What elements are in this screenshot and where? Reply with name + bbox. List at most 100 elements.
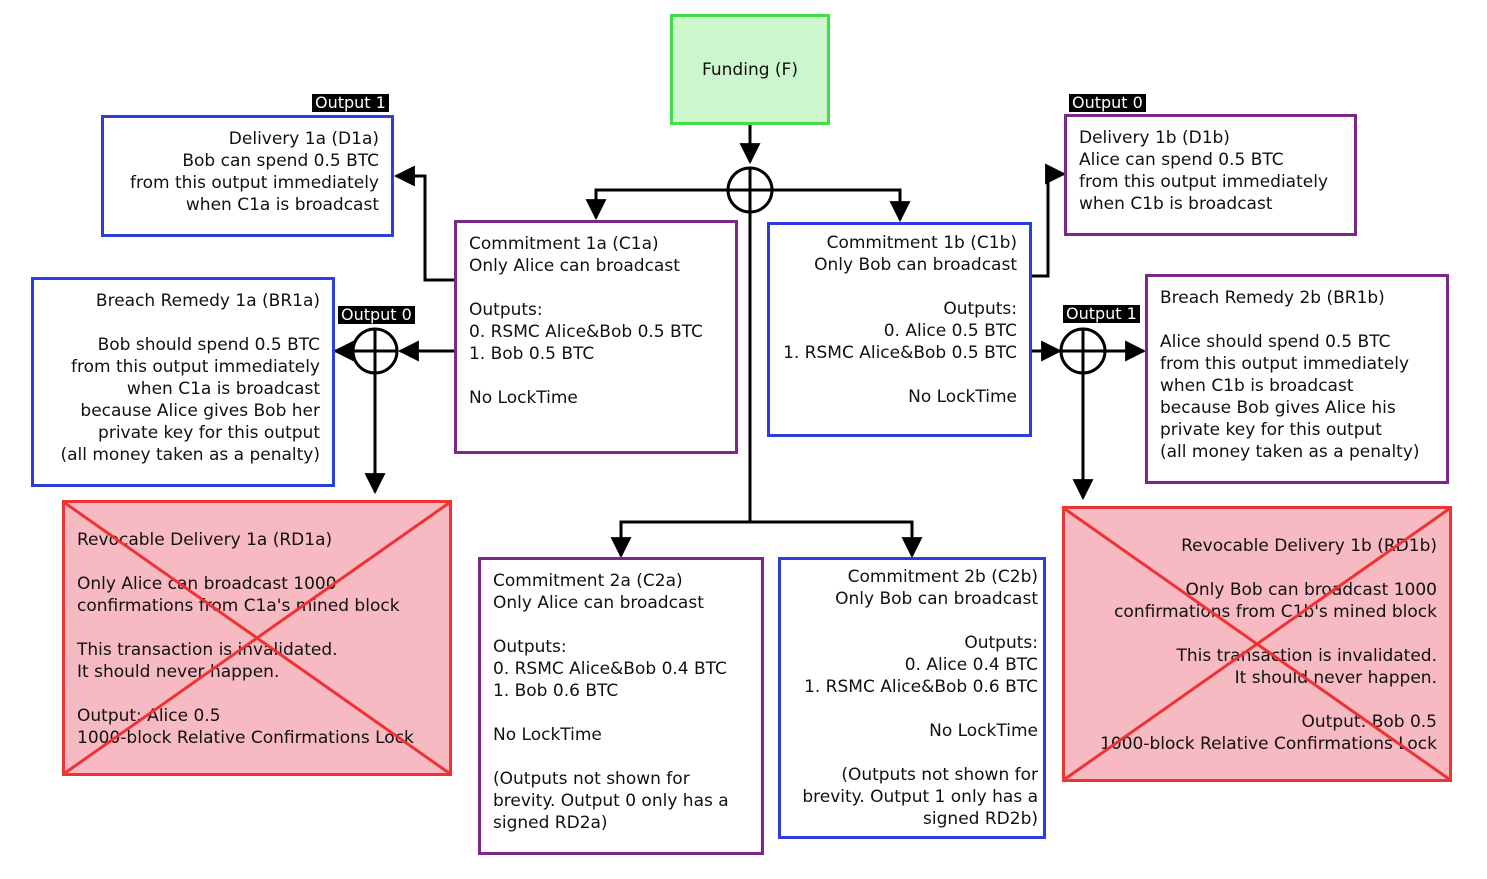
- c1a-line-7: [469, 365, 723, 387]
- c1b-line-5: 0. Alice 0.5 BTC: [883, 321, 1017, 341]
- wire-to-c2b: [750, 520, 923, 559]
- commitment-2a-box: Commitment 2a (C2a) Only Alice can broad…: [478, 557, 764, 855]
- d1a-line-2: Bob can spend 0.5 BTC: [182, 151, 379, 171]
- c2a-line-4: Outputs:: [493, 637, 567, 657]
- xor-symbol-c1b: [1059, 327, 1107, 375]
- rd1a-line-10: 1000-block Relative Confirmations Lock: [77, 728, 414, 748]
- c2b-line-6: 1. RSMC Alice&Bob 0.6 BTC: [804, 677, 1038, 697]
- br1a-line-6: because Alice gives Bob her: [80, 401, 320, 421]
- c1b-line-3: [782, 276, 1017, 298]
- c1a-line-5: 0. RSMC Alice&Bob 0.5 BTC: [469, 322, 703, 342]
- br1a-line-8: (all money taken as a penalty): [60, 445, 320, 465]
- c2b-line-8: No LockTime: [929, 721, 1038, 741]
- c2a-line-11: brevity. Output 0 only has a: [493, 791, 729, 811]
- c2a-line-7: [493, 702, 749, 724]
- br1a-line-3: Bob should spend 0.5 BTC: [97, 335, 320, 355]
- br1b-line-8: (all money taken as a penalty): [1160, 442, 1420, 462]
- wire-c1b-d1b: [1032, 163, 1067, 278]
- breach-remedy-1b-box: Breach Remedy 2b (BR1b) Alice should spe…: [1145, 274, 1449, 484]
- commitment-2b-box: Commitment 2b (C2b) Only Bob can broadca…: [778, 557, 1046, 839]
- d1b-line-1: Delivery 1b (D1b): [1079, 128, 1230, 148]
- rd1a-line-3: Only Alice can broadcast 1000: [77, 574, 337, 594]
- d1b-line-3: from this output immediately: [1079, 172, 1329, 192]
- rd1b-line-4: confirmations from C1b's mined block: [1114, 602, 1437, 622]
- funding-box: Funding (F): [670, 14, 830, 125]
- rd1a-line-1: Revocable Delivery 1a (RD1a): [77, 530, 333, 550]
- br1a-line-2: [46, 312, 320, 334]
- xor-symbol-funding: [726, 166, 774, 214]
- c2a-line-12: signed RD2a): [493, 813, 608, 833]
- funding-label: Funding (F): [702, 59, 798, 80]
- br1b-line-6: because Bob gives Alice his: [1160, 398, 1396, 418]
- wire-to-c1a: [585, 188, 728, 221]
- br1b-line-2: [1160, 309, 1434, 331]
- c2a-line-2: Only Alice can broadcast: [493, 593, 704, 613]
- c1a-line-6: 1. Bob 0.5 BTC: [469, 344, 595, 364]
- c2a-line-10: (Outputs not shown for: [493, 769, 690, 789]
- c2b-line-10: (Outputs not shown for: [841, 765, 1038, 785]
- c2a-line-1: Commitment 2a (C2a): [493, 571, 683, 591]
- c1b-line-8: No LockTime: [908, 387, 1017, 407]
- c2b-line-4: Outputs:: [964, 633, 1038, 653]
- c2b-line-12: signed RD2b): [923, 809, 1038, 829]
- c2a-line-3: [493, 614, 749, 636]
- commitment-1a-box: Commitment 1a (C1a) Only Alice can broad…: [454, 220, 738, 454]
- rd1a-line-6: This transaction is invalidated.: [77, 640, 338, 660]
- d1a-output-tag: Output 1: [312, 94, 389, 112]
- c2b-line-3: [793, 610, 1038, 632]
- d1a-line-3: from this output immediately: [129, 173, 379, 193]
- wire-c1a-d1a: [393, 165, 456, 282]
- rd1b-line-7: It should never happen.: [1234, 668, 1437, 688]
- c2b-line-1: Commitment 2b (C2b): [847, 567, 1038, 587]
- c2a-line-5: 0. RSMC Alice&Bob 0.4 BTC: [493, 659, 727, 679]
- revocable-delivery-1a-box: Revocable Delivery 1a (RD1a) Only Alice …: [62, 500, 452, 776]
- br1a-line-4: from this output immediately: [70, 357, 320, 377]
- c1a-line-1: Commitment 1a (C1a): [469, 234, 659, 254]
- c1b-line-6: 1. RSMC Alice&Bob 0.5 BTC: [783, 343, 1017, 363]
- br1a-output-tag: Output 0: [338, 306, 415, 324]
- c2b-line-11: brevity. Output 1 only has a: [802, 787, 1038, 807]
- commitment-1b-box: Commitment 1b (C1b) Only Bob can broadca…: [767, 222, 1032, 437]
- d1b-line-2: Alice can spend 0.5 BTC: [1079, 150, 1284, 170]
- br1b-line-7: private key for this output: [1160, 420, 1382, 440]
- c1a-line-8: No LockTime: [469, 388, 578, 408]
- br1a-line-1: Breach Remedy 1a (BR1a): [95, 291, 320, 311]
- c2a-line-9: [493, 746, 749, 768]
- wire-to-c1b: [772, 188, 911, 223]
- br1b-output-tag: Output 1: [1063, 305, 1140, 323]
- rd1a-line-9: Output: Alice 0.5: [77, 706, 221, 726]
- br1a-line-5: when C1a is broadcast: [126, 379, 320, 399]
- c2b-line-7: [793, 698, 1038, 720]
- br1a-line-7: private key for this output: [98, 423, 320, 443]
- c2b-line-9: [793, 742, 1038, 764]
- c1a-line-3: [469, 277, 723, 299]
- delivery-1b-box: Delivery 1b (D1b) Alice can spend 0.5 BT…: [1064, 114, 1357, 236]
- c1b-line-1: Commitment 1b (C1b): [826, 233, 1017, 253]
- c2a-line-8: No LockTime: [493, 725, 602, 745]
- br1b-line-5: when C1b is broadcast: [1160, 376, 1354, 396]
- xor-symbol-c1a: [351, 327, 399, 375]
- d1a-line-4: when C1a is broadcast: [185, 195, 379, 215]
- c1a-line-2: Only Alice can broadcast: [469, 256, 680, 276]
- d1b-line-4: when C1b is broadcast: [1079, 194, 1273, 214]
- revoked-cross-rd1b: [1065, 509, 1449, 779]
- rd1b-line-9: Output: Bob 0.5: [1077, 711, 1437, 733]
- delivery-1a-box: Delivery 1a (D1a) Bob can spend 0.5 BTC …: [101, 115, 394, 237]
- c1a-line-4: Outputs:: [469, 300, 543, 320]
- c2a-line-6: 1. Bob 0.6 BTC: [493, 681, 619, 701]
- revocable-delivery-1b-box: Revocable Delivery 1b (RD1b) Only Bob ca…: [1062, 506, 1452, 782]
- rd1b-line-6: This transaction is invalidated.: [1176, 646, 1437, 666]
- revoked-cross-rd1a: [65, 503, 449, 773]
- br1b-line-3: Alice should spend 0.5 BTC: [1160, 332, 1391, 352]
- d1a-line-1: Delivery 1a (D1a): [228, 129, 379, 149]
- c1b-line-2: Only Bob can broadcast: [814, 255, 1017, 275]
- d1b-output-tag: Output 0: [1069, 94, 1146, 112]
- br1b-line-1: Breach Remedy 2b (BR1b): [1160, 288, 1385, 308]
- c1b-line-4: Outputs:: [943, 299, 1017, 319]
- c2b-line-2: Only Bob can broadcast: [835, 589, 1038, 609]
- wire-to-c2a: [610, 520, 750, 559]
- breach-remedy-1a-box: Breach Remedy 1a (BR1a) Bob should spend…: [31, 277, 335, 487]
- c2b-line-5: 0. Alice 0.4 BTC: [904, 655, 1038, 675]
- br1b-line-4: from this output immediately: [1160, 354, 1410, 374]
